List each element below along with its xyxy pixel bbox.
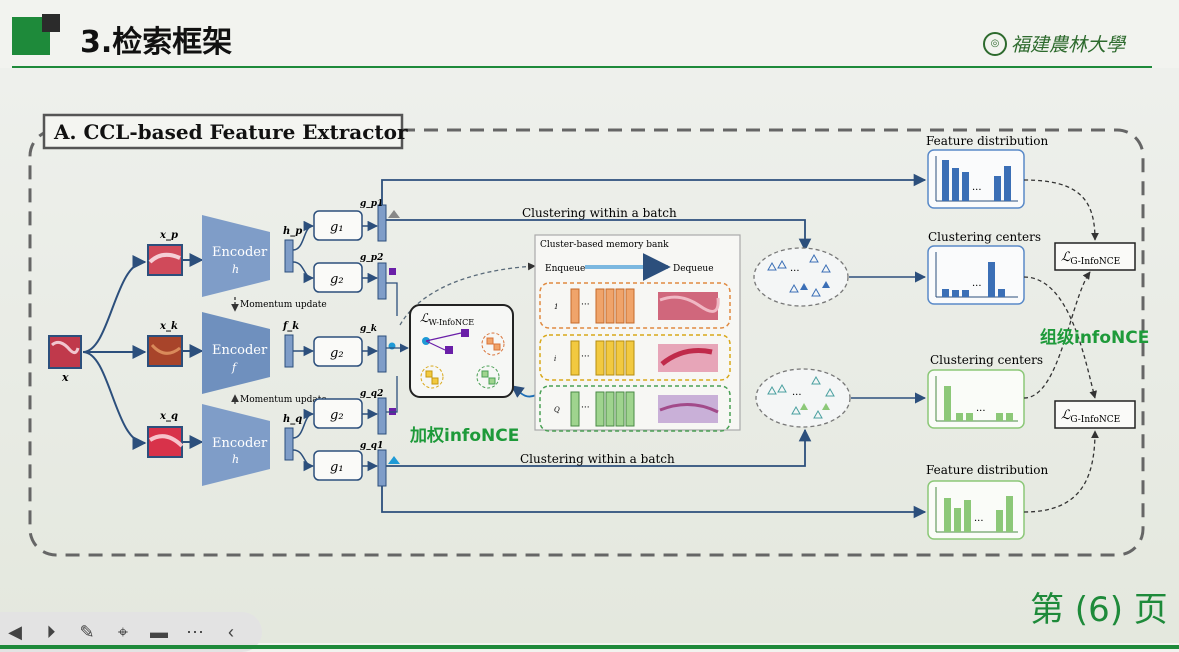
vector-gp1 — [377, 204, 387, 242]
encoder-h-label: h — [232, 453, 239, 466]
cluster-ellipse-top — [753, 247, 849, 307]
clustering-centers-top-title: Clustering centers — [928, 230, 1041, 244]
encoder-f — [202, 312, 270, 394]
label-xp: x_p — [159, 230, 178, 241]
vector-gk — [377, 335, 387, 373]
vector-hp — [284, 239, 294, 273]
play-icon[interactable]: ⏵ — [46, 621, 56, 642]
weighted-infonce-note: 加权infoNCE — [409, 425, 519, 446]
page-number: 第 (6) 页 — [1030, 590, 1168, 630]
label-fk: f_k — [282, 321, 299, 332]
g-infonce-bottom-box — [1054, 400, 1136, 429]
clustering-batch-top: Clustering within a batch — [522, 206, 677, 220]
label-hq: h_q — [283, 414, 302, 425]
svg-text:1: 1 — [554, 303, 558, 311]
camera-icon[interactable]: ▬ — [150, 621, 168, 642]
feature-distribution-top: ··· — [927, 149, 1025, 209]
encoder-label: Encoder — [212, 245, 268, 260]
encoder-h-top — [202, 215, 270, 297]
g-infonce-top-box — [1054, 242, 1136, 271]
vector-gq1 — [377, 449, 387, 487]
svg-text:Q: Q — [554, 406, 560, 414]
label-gp1: g_p1 — [360, 199, 383, 209]
clustering-centers-bottom-title: Clustering centers — [930, 353, 1043, 367]
section-title: A. CCL-based Feature Extractor — [53, 120, 408, 144]
dequeue-label: Dequeue — [673, 264, 714, 274]
label-gq2: g_q2 — [360, 389, 383, 399]
feature-distribution-bottom-title: Feature distribution — [926, 463, 1048, 477]
label-xk: x_k — [159, 321, 178, 332]
vector-fk — [284, 334, 294, 368]
svg-text:···: ··· — [581, 352, 590, 362]
svg-text:i: i — [554, 355, 556, 363]
svg-text:···: ··· — [581, 300, 590, 310]
momentum-update-top: Momentum update — [240, 300, 327, 310]
head-g2-label: g₂ — [330, 346, 344, 361]
section-title-box — [42, 113, 404, 150]
cluster-ellipse-bottom — [755, 368, 851, 428]
group-infonce-note: 组级infoNCE — [1040, 327, 1149, 348]
svg-text:···: ··· — [792, 390, 802, 401]
head-g1-label: g₁ — [330, 460, 344, 475]
svg-text:···: ··· — [790, 266, 800, 277]
head-g2-label: g₂ — [330, 272, 344, 287]
logo-seal-icon: ◎ — [983, 31, 1007, 56]
bank-row-q: Q ··· — [539, 385, 731, 432]
encoder-label: Encoder — [212, 436, 268, 451]
header-square-dark — [42, 14, 60, 32]
encoder-h-label: h — [232, 263, 239, 276]
university-logo: ◎ 福建農林大學 — [983, 30, 1125, 57]
feature-distribution-bottom: ··· — [927, 480, 1025, 540]
svg-text:···: ··· — [972, 185, 982, 196]
encoder-h-bottom — [202, 404, 270, 486]
svg-text:···: ··· — [976, 406, 986, 417]
feature-distribution-top-title: Feature distribution — [926, 134, 1048, 148]
collapse-icon[interactable]: ‹ — [228, 621, 234, 642]
g-infonce-top-label: ℒG-InfoNCE — [1061, 250, 1120, 267]
svg-text:···: ··· — [581, 403, 590, 413]
slide-title: 3.检索框架 — [80, 25, 233, 60]
clustering-centers-top: ··· — [927, 245, 1025, 305]
header-rule — [12, 66, 1152, 68]
label-xq: x_q — [159, 411, 178, 422]
clustering-batch-bottom: Clustering within a batch — [520, 452, 675, 466]
memory-bank-title: Cluster-based memory bank — [540, 240, 669, 250]
head-g1-label: g₁ — [330, 220, 344, 235]
logo-text: 福建農林大學 — [1011, 34, 1126, 56]
screenshot-icon[interactable]: ⌖ — [117, 621, 129, 642]
label-x: x — [61, 371, 69, 384]
label-gp2: g_p2 — [360, 253, 383, 263]
w-infonce-label: ℒW-InfoNCE — [420, 311, 474, 327]
svg-text:···: ··· — [974, 516, 984, 527]
enqueue-label: Enqueue — [545, 264, 585, 274]
vector-hq — [284, 427, 294, 461]
head-g2-label: g₂ — [330, 408, 344, 423]
vector-gp2 — [377, 262, 387, 300]
label-hp: h_p — [283, 226, 302, 237]
clustering-centers-bottom: ··· — [927, 369, 1025, 429]
prev-icon[interactable]: ◀ — [8, 621, 22, 642]
bank-row-i: i ··· — [539, 334, 731, 381]
g-infonce-bottom-label: ℒG-InfoNCE — [1061, 408, 1120, 425]
more-icon[interactable]: ⋯ — [186, 621, 204, 642]
label-gk: g_k — [360, 324, 377, 334]
bank-row-1: 1 ··· — [539, 282, 731, 329]
vector-gq2 — [377, 397, 387, 435]
svg-text:···: ··· — [972, 281, 982, 292]
encoder-label: Encoder — [212, 343, 268, 358]
encoder-f-label: f — [231, 361, 238, 374]
momentum-update-bottom: Momentum update — [240, 395, 327, 405]
pen-icon[interactable]: ✎ — [79, 621, 95, 642]
footer-bar — [0, 645, 1179, 649]
outer-dashed-frame — [28, 128, 1145, 557]
label-gq1: g_q1 — [360, 441, 383, 451]
